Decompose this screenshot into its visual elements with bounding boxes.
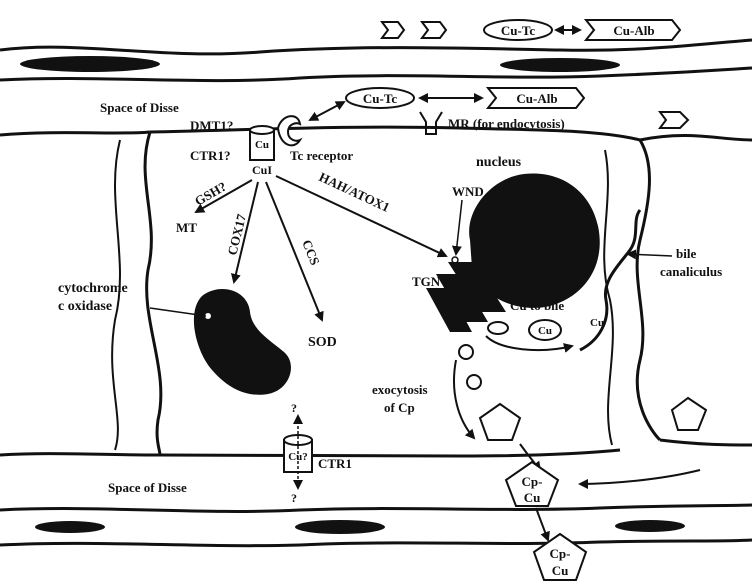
cu1-label: CuI	[252, 163, 272, 177]
cp-cu-1-label-b: Cu	[524, 490, 541, 505]
endothelial-nucleus-bottom-right	[615, 520, 685, 532]
bile-canaliculus-pointer	[628, 254, 672, 256]
space-of-disse-top-label: Space of Disse	[100, 100, 179, 115]
tgn-label: TGN	[412, 274, 441, 289]
bile-label-2: canaliculus	[660, 264, 722, 279]
cp-pentagon-membrane-right	[672, 398, 706, 430]
cu-tc-mid-label: Cu-Tc	[363, 91, 397, 106]
mr-receptor-shape	[420, 112, 442, 134]
nucleus-label: nucleus	[476, 155, 522, 170]
cu-to-bile-label: Cu to bile	[510, 298, 564, 313]
mitochondrion-shape	[194, 289, 291, 395]
cu-question-label: Cu?	[288, 451, 308, 463]
tc-receptor-shape	[278, 116, 300, 145]
vesicle	[459, 345, 473, 359]
cu-tc-top-label: Cu-Tc	[501, 23, 535, 38]
wnd-label: WND	[452, 184, 484, 199]
endothelial-nucleus-bottom-mid	[295, 520, 385, 534]
ctr1-label: CTR1	[318, 456, 352, 471]
ccs-label: CCS	[299, 238, 323, 268]
endothelial-nucleus-top-left	[20, 56, 160, 72]
mt-label: MT	[176, 220, 197, 235]
cp-cu-1-label-a: Cp-	[522, 474, 543, 489]
exocytosis-label-2: of Cp	[384, 400, 415, 415]
tc-receptor-label: Tc receptor	[290, 148, 353, 163]
cp-cu-exit-arrow	[536, 508, 548, 540]
cp-pentagon-membrane	[480, 404, 520, 440]
cu-to-bile-arrow	[486, 336, 572, 350]
space-of-disse-bottom-label: Space of Disse	[108, 480, 187, 495]
cu-alb-mid-label: Cu-Alb	[516, 91, 557, 106]
cytochrome-label-1: cytochrome	[58, 281, 128, 296]
bile-label-1: bile	[676, 246, 696, 261]
cp-cu-2-label-a: Cp-	[550, 546, 571, 561]
question-top-label: ?	[291, 401, 297, 415]
vesicle	[467, 375, 481, 389]
hah-atox1-label: HAH/ATOX1	[317, 169, 392, 215]
exocytosis-arrow	[454, 360, 474, 438]
question-bottom-label: ?	[291, 491, 297, 505]
endothelial-nucleus-top-right	[500, 58, 620, 72]
chevron-icon	[422, 22, 446, 38]
dmt1-label: DMT1?	[190, 118, 233, 133]
cu-canaliculus-label: Cu	[590, 317, 604, 329]
chevron-icon	[660, 112, 688, 128]
wnd-pointer	[456, 200, 462, 254]
mr-label: MR (for endocytosis)	[448, 116, 565, 131]
cu-alb-top-label: Cu-Alb	[613, 23, 654, 38]
chevron-icon	[382, 22, 404, 38]
exocytosis-label-1: exocytosis	[372, 382, 428, 397]
endothelial-nucleus-bottom-left	[35, 521, 105, 533]
cp-uptake-arrow	[580, 470, 700, 484]
cytochrome-label-2: c oxidase	[58, 299, 112, 314]
cu-vesicle-label: Cu	[538, 325, 552, 337]
vesicle	[488, 322, 508, 334]
tc-receptor-arrow	[310, 102, 344, 120]
cp-cu-2-label-b: Cu	[552, 563, 569, 578]
sod-label: SOD	[308, 335, 337, 350]
ctr1-question-label: CTR1?	[190, 148, 230, 163]
cu-transporter-label: Cu	[255, 139, 269, 151]
